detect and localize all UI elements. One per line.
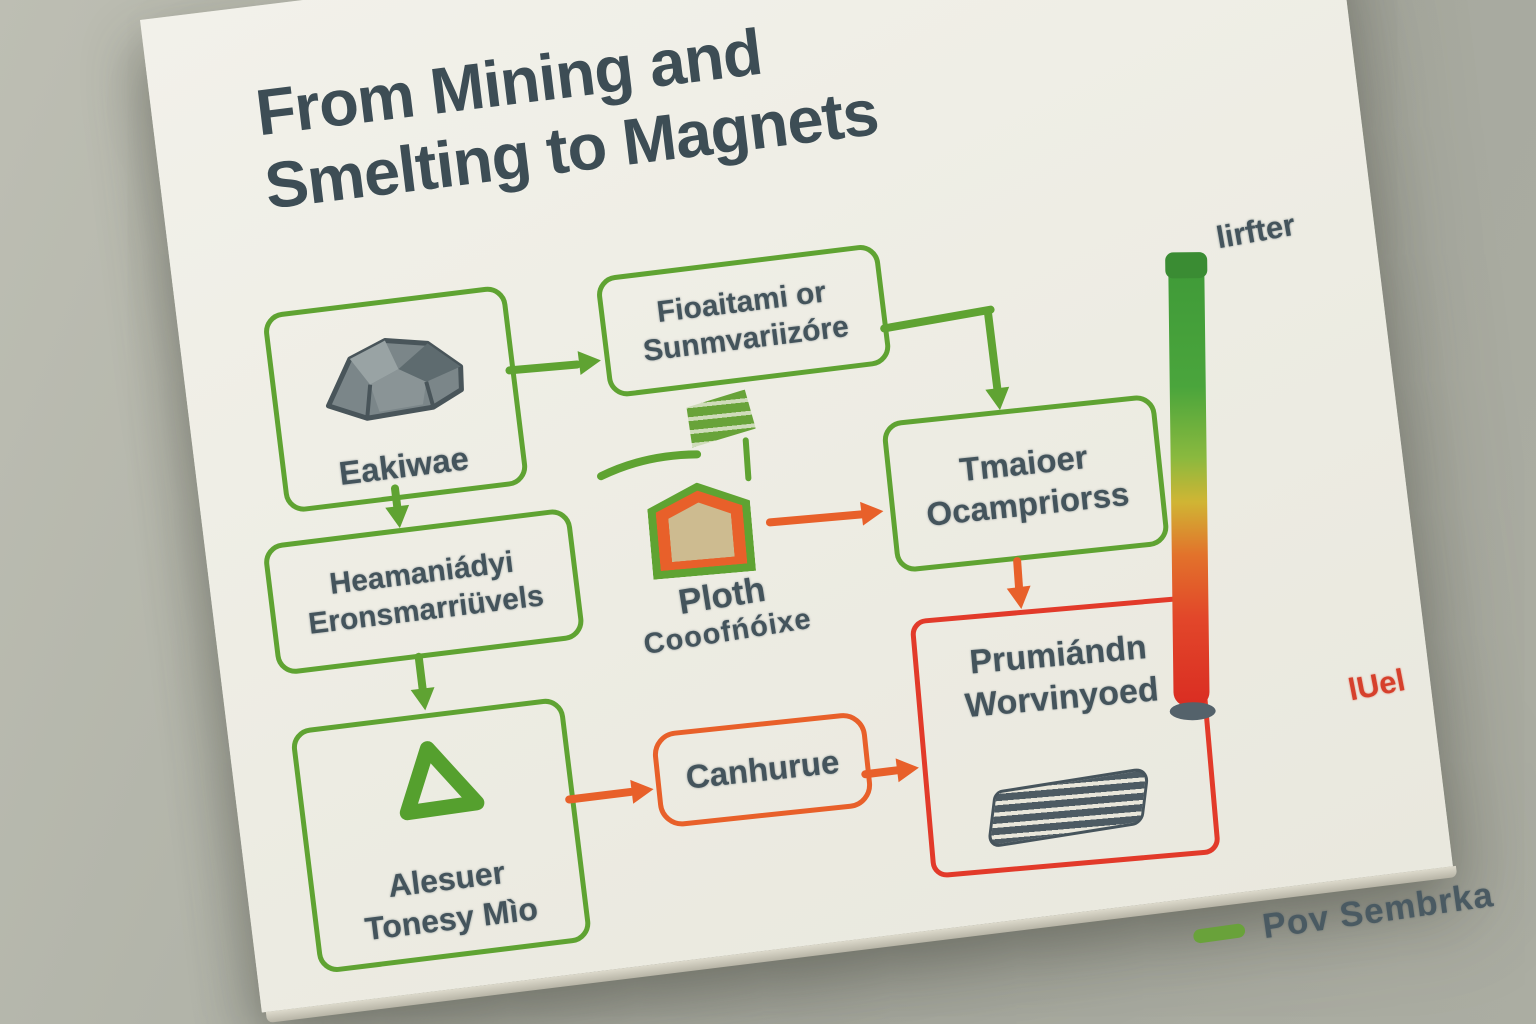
magnet-icon bbox=[986, 766, 1151, 849]
node-refining: Heamaniádyi Eronsmarriüvels bbox=[261, 507, 586, 677]
house-antenna-line bbox=[742, 437, 752, 482]
green-swoosh-line bbox=[597, 450, 702, 481]
node-capture: Canhurue bbox=[650, 710, 875, 829]
node-ore: Eakiwae bbox=[261, 284, 530, 514]
scale-bar-gradient bbox=[1168, 262, 1210, 707]
node-processing: Tmaioer Ocampriorss bbox=[880, 393, 1171, 574]
legend-dash-icon bbox=[1192, 922, 1246, 945]
scale-top-label: lirfter bbox=[1213, 206, 1298, 256]
scale-bar-top-cap bbox=[1165, 251, 1208, 279]
scale-bar bbox=[1165, 251, 1216, 721]
triangle-blob-icon bbox=[399, 741, 484, 821]
page-title: From Mining and Smelting to Magnets bbox=[252, 0, 1124, 224]
scale-bottom-label: lUel bbox=[1345, 662, 1408, 708]
node-ore-label: Eakiwae bbox=[336, 439, 471, 492]
diagram-card: From Mining and Smelting to Magnets Eaki… bbox=[140, 0, 1453, 1013]
node-separation: Fioaitami or Sunmvariizóre bbox=[594, 242, 893, 399]
house-icon bbox=[645, 478, 756, 580]
node-capture-label: Canhurue bbox=[683, 743, 842, 797]
node-alloying: Alesuer Tonesy Mìo bbox=[289, 696, 593, 975]
node-processing-label-line2: Ocampriorss bbox=[924, 474, 1131, 533]
rock-icon bbox=[325, 338, 464, 421]
plant-label: Ploth Cooofńóixe bbox=[591, 557, 859, 668]
